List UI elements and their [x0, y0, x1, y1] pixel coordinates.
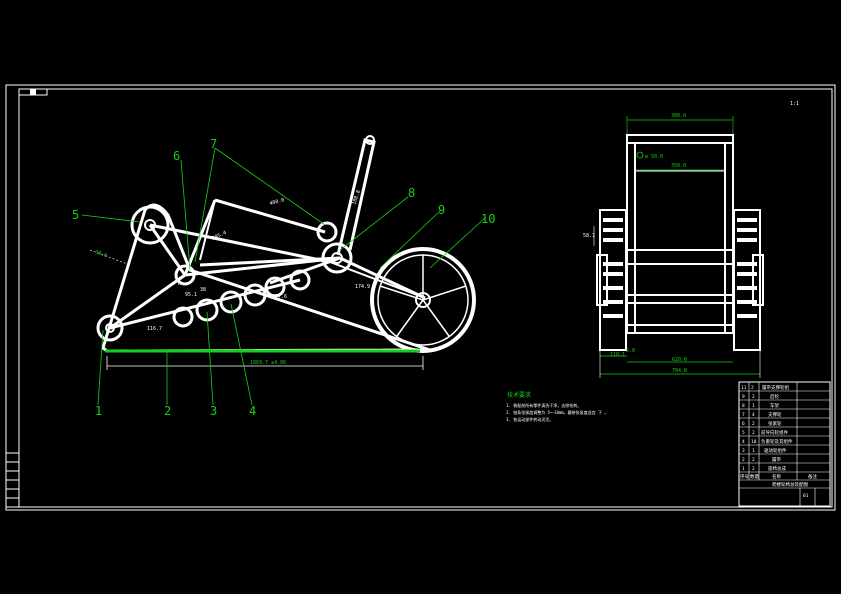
dim-bottom-total: 784.8: [672, 368, 687, 374]
bom-row-name: 后轮: [770, 393, 779, 400]
bom-row-no: 3: [742, 448, 745, 454]
balloon-8: 8: [408, 186, 415, 200]
bom-row-no: 9: [742, 394, 745, 400]
balloon-9: 9: [438, 203, 445, 217]
bom-row-name: 座椅总成: [768, 465, 786, 472]
dim-d9: 50.0: [94, 249, 107, 259]
side-view: 1869.7 ±4.86 400.0 395.4 188.8 177.6 174…: [72, 135, 495, 418]
dim-bottom-inner: 620.0: [672, 357, 687, 363]
left-track: [599, 209, 627, 351]
bom-row-name: 车架: [770, 402, 779, 409]
rear-wheel-spokes: [379, 255, 467, 337]
leader-lines: [81, 147, 486, 406]
technical-notes: 技术要求 1. 装配前所有零件清洗干净，去除毛刺。 2. 链条张紧度调整为 5～…: [506, 391, 609, 422]
bom-header-name: 名称: [772, 473, 781, 480]
balloon-1: 1: [95, 404, 102, 418]
bom-row-no: 2: [742, 457, 745, 463]
dim-d3: 188.8: [351, 189, 362, 205]
title-block-name: 爬楼轮椅总装配图: [772, 481, 808, 488]
bom-row-name: 张紧轮: [768, 420, 782, 427]
dim-d6: 116.7: [147, 326, 162, 332]
dim-d2: 395.4: [211, 230, 227, 242]
notes-title: 技术要求: [507, 391, 531, 399]
bom-row-no: 1: [742, 466, 745, 472]
dim-overall-length: 1869.7 ±4.86: [250, 360, 286, 366]
balloon-3: 3: [210, 404, 217, 418]
road-wheel: [172, 306, 194, 328]
notes-line-2: 2. 链条张紧度调整为 5～10mm，履带张紧度适宜 下 。: [506, 409, 609, 415]
bom-row-qty: 2: [752, 421, 755, 427]
dim-top-width: 380.0: [671, 113, 686, 119]
road-wheel: [264, 276, 286, 298]
track-links: [603, 218, 757, 318]
bom-row-name: 负重轮及其组件: [761, 438, 793, 445]
outer-frame: [5, 84, 836, 511]
balloon-6: 6: [173, 149, 180, 163]
dim-d10: 38: [200, 287, 206, 293]
road-wheel: [195, 298, 219, 322]
balloon-4: 4: [249, 404, 256, 418]
right-track: [733, 209, 761, 351]
dim-d8: R: [178, 281, 182, 287]
bom-row-no: 11: [741, 385, 747, 391]
dim-d5: 174.9: [355, 284, 370, 290]
pivot-joint: [316, 221, 338, 243]
seat-back: [336, 138, 376, 256]
front-view: 380.0 350.0 ∅ 50.0 58.1 110.: [583, 113, 764, 378]
bom-header-no: 序号: [740, 473, 749, 480]
bom-row-no: 7: [742, 412, 745, 418]
dim-d4: 177.6: [272, 294, 287, 300]
balloon-5: 5: [72, 208, 79, 222]
left-strip: [5, 452, 20, 508]
bom-row-no: 5: [742, 430, 745, 436]
bom-row-qty: 2: [751, 385, 754, 391]
backrest-top: [626, 134, 734, 144]
bom-row-qty: 2: [752, 394, 755, 400]
bom-row-no: 8: [742, 403, 745, 409]
bom-header-qty: 数量: [750, 473, 759, 480]
bom-row-qty: 10: [751, 439, 757, 445]
dim-inner-width: 350.0: [671, 163, 686, 169]
notes-line-1: 1. 装配前所有零件清洗干净，去除毛刺。: [506, 402, 581, 408]
seat-pan: [626, 249, 734, 265]
dim-small2: 5.0: [626, 348, 635, 354]
bom-row-name: 履带支撑轮组: [762, 384, 789, 391]
rear-wheel: [370, 247, 476, 353]
inner-frame: [18, 88, 833, 508]
scale-note: 1:1: [790, 101, 799, 107]
main-pivot: [321, 242, 353, 274]
bom-row-name: 支撑轮: [768, 411, 782, 418]
dim-d1: 400.0: [269, 197, 285, 207]
road-wheel: [219, 290, 243, 314]
bom-row-name: 履带: [772, 457, 781, 463]
balloon-10: 10: [481, 212, 495, 226]
bom-table: 11 2 履带支撑轮组 9 2 后轮 8 1 车架 7 4 支撑轮 6 2 张紧…: [738, 381, 831, 507]
bom-row-no: 4: [742, 439, 745, 445]
bom-row-qty: 2: [752, 466, 755, 472]
dim-d7: 95.1: [185, 292, 197, 298]
bom-row-no: 6: [742, 421, 745, 427]
bom-row-qty: 2: [752, 430, 755, 436]
balloon-2: 2: [164, 404, 171, 418]
dim-small1: 110.1: [610, 352, 625, 358]
bom-row-qty: 2: [752, 457, 755, 463]
bom-header-remark: 备注: [808, 473, 817, 480]
bom-row-name: 驱动轮组件: [764, 447, 787, 454]
notes-line-3: 3. 各运动部件转动灵活。: [506, 416, 553, 422]
bom-row-qty: 1: [752, 448, 755, 454]
corner-mark: [30, 89, 36, 95]
bom-row-name: 前导向轮组件: [761, 429, 788, 436]
bom-row-qty: 1: [752, 403, 755, 409]
dim-left-height: 58.1: [583, 233, 595, 239]
bom-row-qty: 4: [752, 412, 755, 418]
front-idler: [130, 205, 170, 245]
drive-wheel: [96, 314, 124, 342]
balloon-7: 7: [210, 137, 217, 151]
drawing-number: 01: [803, 493, 809, 499]
dim-dia: ∅ 50.0: [645, 154, 663, 160]
